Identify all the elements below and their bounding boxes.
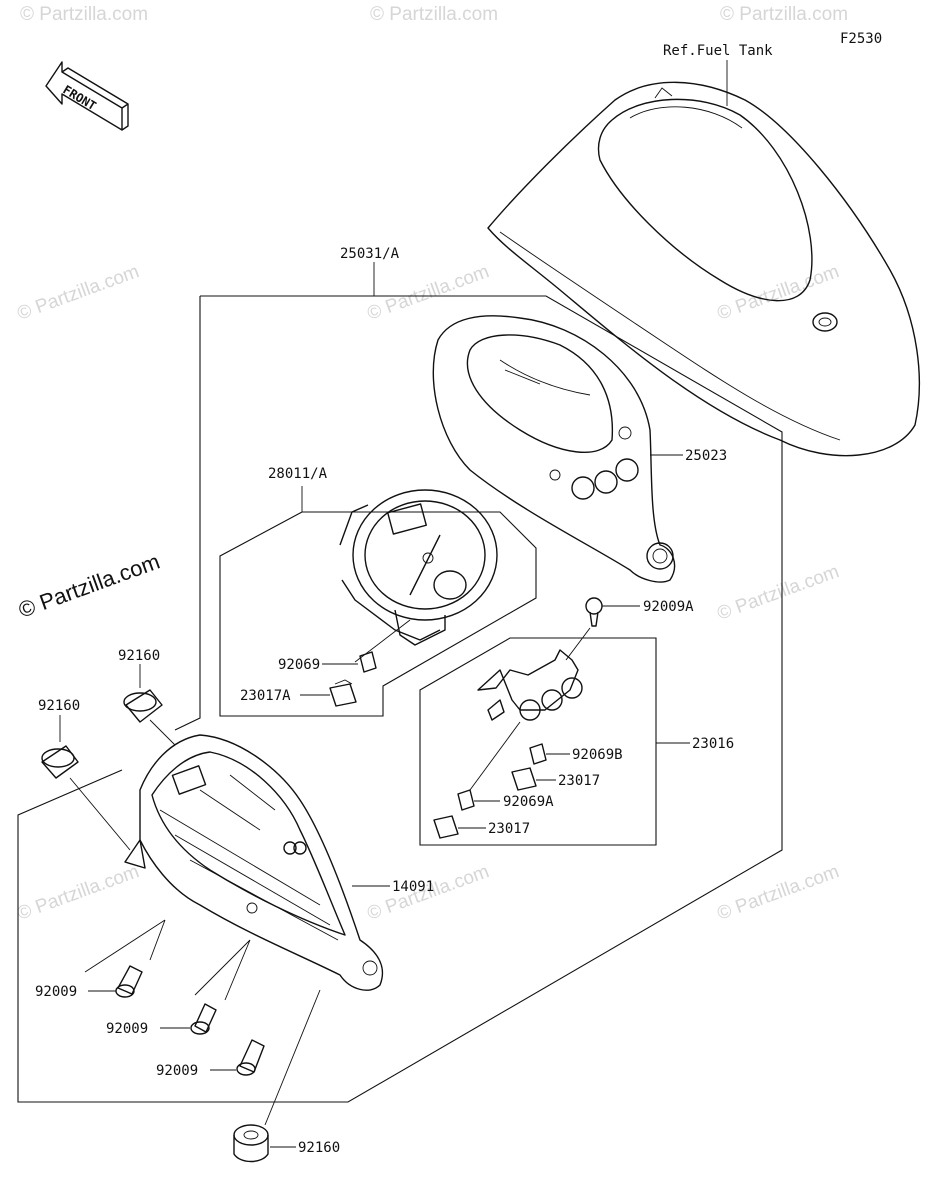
leader-indicator-down bbox=[469, 721, 521, 791]
watermark: © Partzilla.com bbox=[715, 861, 842, 925]
grommet-upper bbox=[123, 689, 163, 723]
leader-grommet-bottom bbox=[264, 989, 321, 1126]
assembly-frame bbox=[17, 295, 783, 1103]
meter-unit-frame bbox=[219, 511, 537, 717]
socket-23017-upper bbox=[511, 767, 537, 791]
label-92160-bottom: 92160 bbox=[298, 1140, 340, 1156]
label-28011A: 28011/A bbox=[268, 466, 328, 482]
label-92009A: 92009A bbox=[643, 599, 694, 615]
bulb-92069 bbox=[359, 651, 377, 673]
leader-screw-1-vee bbox=[84, 919, 166, 973]
front-arrow-icon: FRONT bbox=[45, 61, 129, 131]
leader-92069 bbox=[354, 619, 411, 663]
label-screw-2: 92009 bbox=[106, 1021, 148, 1037]
grommet-bottom bbox=[233, 1124, 269, 1163]
socket-23017A bbox=[329, 679, 357, 707]
watermark: © Partzilla.com bbox=[15, 861, 142, 925]
watermark: © Partzilla.com bbox=[370, 4, 498, 25]
leader-92160-left-down bbox=[69, 777, 131, 851]
label-23017-lower: 23017 bbox=[488, 821, 530, 837]
watermark: © Partzilla.com bbox=[15, 261, 142, 325]
watermark-main: © Partzilla.com bbox=[15, 549, 163, 623]
meter-case-cover bbox=[432, 315, 676, 583]
meter-unit bbox=[339, 489, 498, 646]
label-14091: 14091 bbox=[392, 879, 434, 895]
leader-92009A-down bbox=[565, 627, 591, 661]
leader-92160-upper-down bbox=[149, 719, 176, 746]
label-screw-3: 92009 bbox=[156, 1063, 198, 1079]
screw-2 bbox=[190, 1003, 217, 1035]
label-92069B: 92069B bbox=[572, 747, 623, 763]
watermark: © Partzilla.com bbox=[715, 261, 842, 325]
watermark: © Partzilla.com bbox=[365, 261, 492, 325]
label-25023: 25023 bbox=[685, 448, 727, 464]
screw-3 bbox=[236, 1039, 265, 1076]
lower-case bbox=[124, 734, 384, 991]
front-label: FRONT bbox=[60, 83, 98, 114]
watermarks: © Partzilla.com © Partzilla.com © Partzi… bbox=[15, 4, 849, 925]
label-23017-upper: 23017 bbox=[558, 773, 600, 789]
screw-92009A bbox=[585, 597, 603, 627]
label-92069A: 92069A bbox=[503, 794, 554, 810]
grommet-left bbox=[41, 745, 79, 779]
ref-fuel-tank-label: Ref.Fuel Tank bbox=[663, 43, 773, 59]
label-92069: 92069 bbox=[278, 657, 320, 673]
watermark: © Partzilla.com bbox=[20, 4, 148, 25]
screw-1 bbox=[115, 965, 143, 998]
diagram-code: F2530 bbox=[840, 31, 882, 47]
socket-23017-lower bbox=[433, 815, 459, 839]
label-25031A: 25031/A bbox=[340, 246, 400, 262]
watermark: © Partzilla.com bbox=[715, 561, 842, 625]
bulb-92069B bbox=[529, 743, 547, 765]
bulb-92069A bbox=[457, 789, 475, 811]
label-92160-upper: 92160 bbox=[118, 648, 160, 664]
fuel-tank-cover bbox=[487, 81, 920, 457]
label-23017A: 23017A bbox=[240, 688, 291, 704]
leader-screw-2-vee bbox=[194, 939, 251, 1001]
label-screw-1: 92009 bbox=[35, 984, 77, 1000]
label-92160-left: 92160 bbox=[38, 698, 80, 714]
label-23016: 23016 bbox=[692, 736, 734, 752]
watermark: © Partzilla.com bbox=[720, 4, 848, 25]
indicator-frame bbox=[419, 637, 657, 846]
indicator-unit bbox=[477, 649, 583, 721]
